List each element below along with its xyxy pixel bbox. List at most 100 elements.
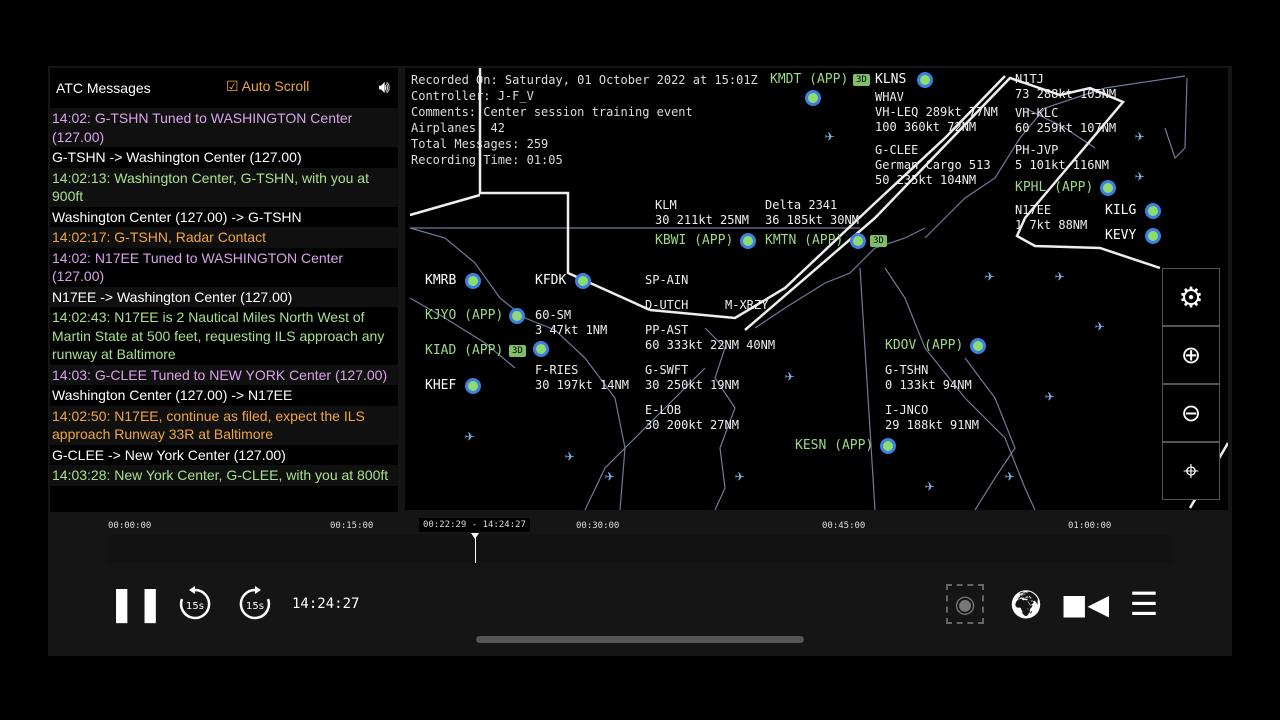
aircraft-tag[interactable]: VH-KLC [1015,106,1059,120]
aircraft-tag[interactable]: 0 133kt 94NM [885,378,972,392]
airplane-icon[interactable]: ✈ [465,426,475,445]
airport-icon[interactable] [465,273,481,289]
messages-header: ATC Messages ☑ Auto Scroll 🔊︎ [50,68,398,108]
aircraft-tag[interactable]: G-SWFT [645,363,689,377]
aircraft-tag[interactable]: I-JNCO [885,403,929,417]
auto-scroll-checkbox[interactable]: ☑ Auto Scroll [226,78,310,94]
airplane-icon[interactable]: ✈ [925,476,935,495]
airplane-icon[interactable]: ✈ [1135,166,1145,185]
airplane-icon[interactable]: ✈ [605,466,615,485]
aircraft-tag[interactable]: G-TSHN [885,363,929,377]
globe-button[interactable]: 🌍︎ [1008,584,1044,624]
airport-icon[interactable] [917,72,933,88]
aircraft-tag[interactable]: 1 7kt 88NM [1015,218,1088,232]
aircraft-tag[interactable]: WHAV [875,90,904,104]
airplane-icon[interactable]: ✈ [1055,266,1065,285]
menu-button[interactable]: ☰ [1126,584,1162,624]
aircraft-tag[interactable]: VH-LEQ 289kt 77NM [875,105,998,119]
aircraft-tag[interactable]: German Cargo 513 [875,158,991,172]
tick-label: 00:30:00 [576,521,620,531]
airport-icon[interactable] [575,273,591,289]
recorded-on: Recorded On: Saturday, 01 October 2022 a… [411,73,758,87]
atc-messages-panel[interactable]: ATC Messages ☑ Auto Scroll 🔊︎ 14:02: G-T… [50,68,398,512]
3d-badge: 3D [853,74,870,86]
aircraft-tag[interactable]: M-XRZY [725,298,769,312]
aircraft-tag[interactable]: 60 333kt 22NM 40NM [645,338,776,352]
aircraft-tag[interactable]: D-UTCH [645,298,689,312]
aircraft-tag[interactable]: 30 250kt 19NM [645,378,739,392]
forward-15-button[interactable]: 15s [236,584,274,624]
playhead[interactable] [471,533,479,563]
aircraft-tag[interactable]: N1TJ [1015,72,1044,86]
aircraft-tag[interactable]: 100 360kt 72NM [875,120,977,134]
aircraft-tag[interactable]: Delta 2341 [765,198,838,212]
message-item: Washington Center (127.00) -> N17EE [52,387,293,403]
airplane-icon[interactable]: ✈ [1135,126,1145,145]
aircraft-tag[interactable]: 30 200kt 27NM [645,418,739,432]
airport-icon[interactable] [1100,180,1116,196]
airport-icon[interactable] [465,378,481,394]
message-item: 14:02: N17EE Tuned to WASHINGTON Center … [52,249,344,285]
aircraft-tag[interactable]: PH-JVP [1015,143,1059,157]
aircraft-tag[interactable]: SP-AIN [645,273,689,287]
aircraft-tag[interactable]: N17EE [1015,203,1052,217]
airport-icon[interactable] [740,233,756,249]
aircraft-tag[interactable]: 30 211kt 25NM [655,213,749,227]
airplane-icon[interactable]: ✈ [1005,466,1015,485]
zoom-in-button[interactable]: ⊕ [1162,326,1220,384]
timeline-scrubber[interactable]: 00:00:00 00:15:00 00:30:00 00:45:00 01:0… [108,515,1172,565]
aircraft-tag[interactable]: 60-SM [535,308,572,322]
aircraft-tag[interactable]: PP-AST [645,323,689,337]
rewind-15-button[interactable]: 15s [176,584,214,624]
aircraft-tag[interactable]: F-RIES [535,363,579,377]
airplane-icon[interactable]: ✈ [735,466,745,485]
airplane-icon[interactable]: ✈ [565,446,575,465]
message-list[interactable]: 14:02: G-TSHN Tuned to WASHINGTON Center… [50,108,398,486]
airport-icon[interactable] [533,341,549,357]
settings-button[interactable]: ⚙ [1162,268,1220,326]
airplane-icon[interactable]: ✈ [1095,316,1105,335]
airport-label-app: KJYO (APP) [425,308,504,323]
aircraft-tag[interactable]: 36 185kt 30NM [765,213,859,227]
aircraft-tag[interactable]: 73 288kt 105NM [1015,87,1117,101]
airport-icon[interactable] [1145,203,1161,219]
tick-label: 00:45:00 [822,521,866,531]
airport-icon[interactable] [509,308,525,324]
airplane-icon[interactable]: ✈ [825,126,835,145]
airport-icon[interactable] [850,233,866,249]
aircraft-tag[interactable]: 30 197kt 14NM [535,378,629,392]
airplane-icon[interactable]: ✈ [785,366,795,385]
pause-button[interactable]: ❚❚ [108,584,165,624]
aircraft-tag[interactable]: 3 47kt 1NM [535,323,608,337]
3d-badge: 3D [509,345,526,357]
airplane-icon[interactable]: ✈ [1045,386,1055,405]
airport-icon[interactable] [880,438,896,454]
screenshot-button[interactable]: ◉ [946,584,984,624]
airport-icon[interactable] [805,90,821,106]
airport-icon[interactable] [970,338,986,354]
radar-map[interactable]: Recorded On: Saturday, 01 October 2022 a… [405,68,1228,510]
aircraft-tag[interactable]: 5 101kt 116NM [1015,158,1109,172]
zoom-out-button[interactable]: ⊖ [1162,384,1220,442]
aircraft-tag[interactable]: E-LOB [645,403,682,417]
message-item: G-CLEE -> New York Center (127.00) [52,446,286,463]
comments: Comments: Center session training event [411,105,693,119]
center-button[interactable]: ⌖ [1162,442,1220,500]
message-item: 14:02:50: N17EE, continue as filed, expe… [50,405,398,445]
airplane-icon[interactable]: ✈ [985,266,995,285]
speaker-icon[interactable]: 🔊︎ [378,77,390,98]
pause-icon: ❚❚ [107,584,165,624]
aircraft-tag[interactable]: 50 235kt 104NM [875,173,977,187]
aircraft-tag[interactable]: KLM [655,198,677,212]
airport-icon[interactable] [1145,228,1161,244]
total-messages: Total Messages: 259 [411,137,549,151]
aircraft-tag[interactable]: 29 188kt 91NM [885,418,979,432]
tick-label: 00:00:00 [108,521,152,531]
airplanes-count: Airplanes: 42 [411,121,505,135]
aircraft-tag[interactable]: 60 259kt 107NM [1015,121,1117,135]
airport-label: KILG [1105,203,1137,218]
aircraft-tag[interactable]: G-CLEE [875,143,919,157]
video-button[interactable]: ■◀ [1061,584,1109,624]
camera-icon: ◉ [954,590,976,618]
globe-icon: 🌍︎ [1008,587,1044,621]
